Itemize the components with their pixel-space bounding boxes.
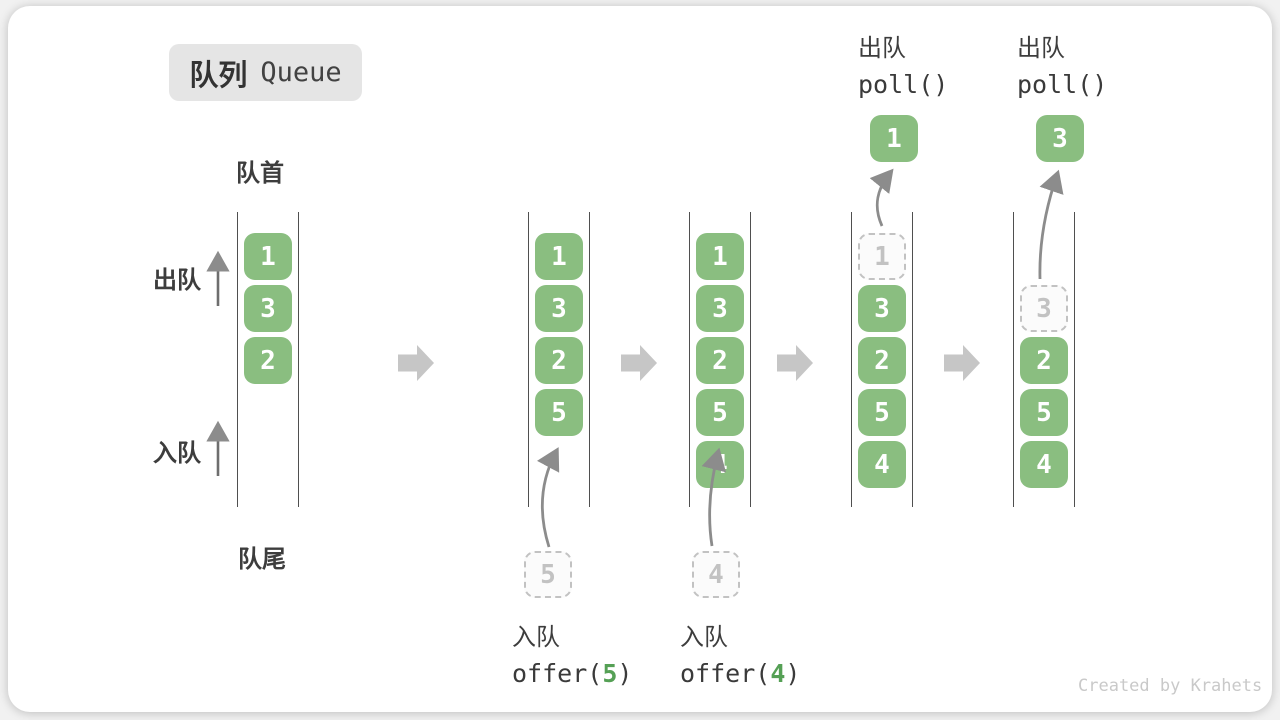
queue-item-removed: 1 xyxy=(858,233,906,280)
queue-item: 2 xyxy=(696,337,744,384)
queue-item: 5 xyxy=(696,389,744,436)
queue-rear-label: 队尾 xyxy=(238,546,286,573)
dequeue-side-label: 出队 xyxy=(153,267,201,294)
queue-item: 2 xyxy=(1020,337,1068,384)
queue-container-after-poll-1 xyxy=(851,212,913,507)
operation-name: 入队 xyxy=(512,624,560,651)
queue-item: 4 xyxy=(696,441,744,488)
queue-item: 3 xyxy=(696,285,744,332)
operation-name: 出队 xyxy=(1017,35,1065,62)
queue-item: 3 xyxy=(535,285,583,332)
operation-code: poll() xyxy=(858,70,949,99)
operation-poll-2: 出队 poll() xyxy=(1017,28,1107,99)
queue-item: 2 xyxy=(244,337,292,384)
transition-arrow-icon xyxy=(398,345,434,381)
outgoing-item: 3 xyxy=(1036,115,1084,162)
queue-container-initial xyxy=(237,212,299,507)
incoming-item: 5 xyxy=(524,551,572,598)
operation-code: offer(5) xyxy=(512,659,633,688)
operation-name: 入队 xyxy=(680,624,728,651)
queue-item: 5 xyxy=(858,389,906,436)
incoming-item: 4 xyxy=(692,551,740,598)
enqueue-side-label: 入队 xyxy=(153,440,201,467)
queue-item: 4 xyxy=(858,441,906,488)
title-en: Queue xyxy=(260,57,342,88)
outgoing-item: 1 xyxy=(870,115,918,162)
queue-item: 3 xyxy=(858,285,906,332)
queue-item: 2 xyxy=(535,337,583,384)
queue-item: 4 xyxy=(1020,441,1068,488)
title-badge: 队列 Queue xyxy=(169,44,362,101)
queue-item: 1 xyxy=(535,233,583,280)
queue-item: 5 xyxy=(1020,389,1068,436)
operation-code: poll() xyxy=(1017,70,1108,99)
queue-item: 1 xyxy=(696,233,744,280)
queue-container-after-offer-5 xyxy=(528,212,590,507)
queue-container-after-offer-4 xyxy=(689,212,751,507)
queue-item: 3 xyxy=(244,285,292,332)
operation-enqueue-4: 入队 offer(4) xyxy=(680,617,800,688)
queue-item: 2 xyxy=(858,337,906,384)
transition-arrow-icon xyxy=(621,345,657,381)
queue-front-label: 队首 xyxy=(236,160,284,187)
operation-code: offer(4) xyxy=(680,659,801,688)
transition-arrow-icon xyxy=(777,345,813,381)
operation-poll-1: 出队 poll() xyxy=(858,28,948,99)
queue-container-after-poll-3 xyxy=(1013,212,1075,507)
operation-enqueue-5: 入队 offer(5) xyxy=(512,617,632,688)
queue-item-removed: 3 xyxy=(1020,285,1068,332)
watermark: Created by Krahets xyxy=(1078,676,1263,696)
transition-arrow-icon xyxy=(944,345,980,381)
operation-name: 出队 xyxy=(858,35,906,62)
queue-item: 5 xyxy=(535,389,583,436)
title-zh: 队列 xyxy=(189,59,248,92)
queue-item: 1 xyxy=(244,233,292,280)
